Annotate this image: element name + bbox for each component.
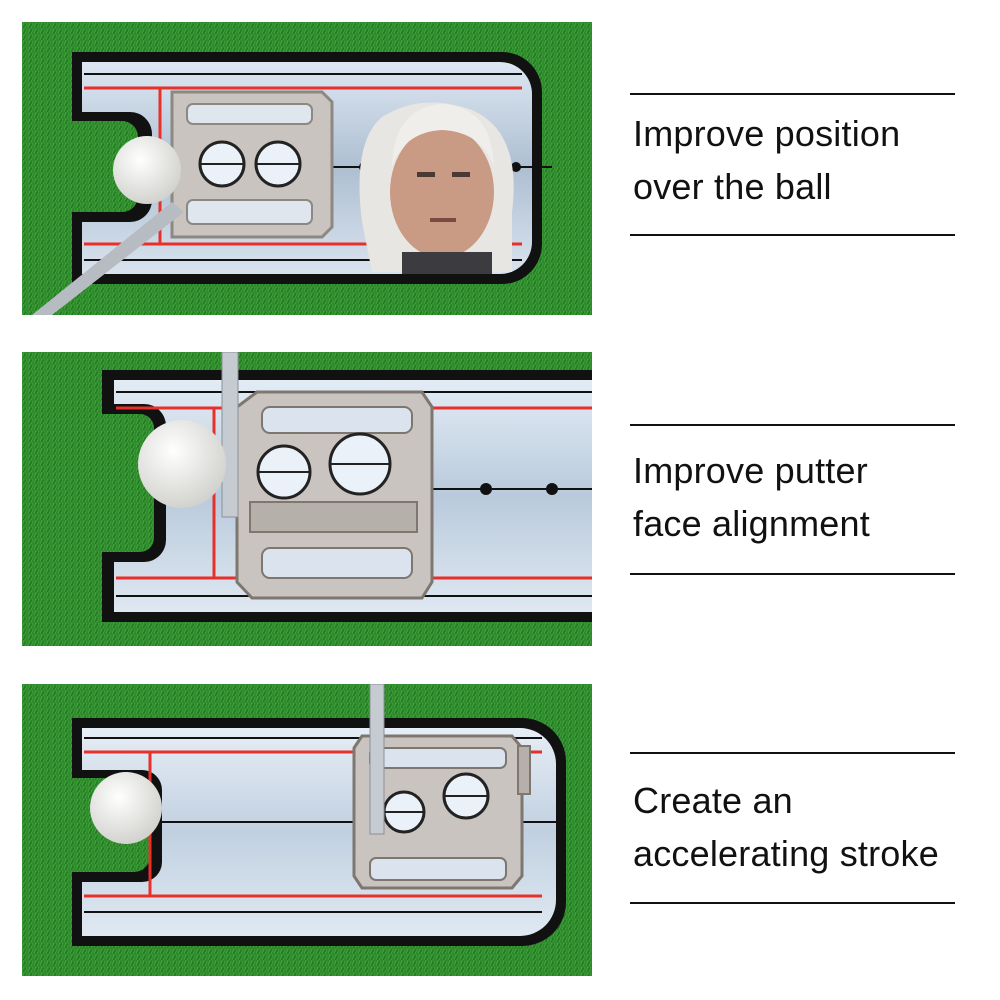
golf-ball bbox=[138, 420, 226, 508]
feature-line-2: over the ball bbox=[633, 166, 832, 207]
alignment-dot bbox=[511, 162, 521, 172]
feature-text: Improve position over the ball bbox=[633, 107, 973, 213]
feature-line-1: Improve position bbox=[633, 113, 901, 154]
putter-shaft bbox=[221, 352, 239, 518]
divider-bottom bbox=[630, 573, 955, 575]
divider-top bbox=[630, 752, 955, 754]
photo-position-over-ball bbox=[22, 22, 592, 315]
face-reflection bbox=[359, 102, 514, 274]
putter-head bbox=[235, 390, 434, 600]
divider-top bbox=[630, 424, 955, 426]
golf-ball bbox=[113, 136, 181, 204]
putter-shaft bbox=[32, 202, 184, 315]
putting-mirror-photo-putter-closeup bbox=[22, 352, 592, 646]
feature-line-2: face alignment bbox=[633, 503, 870, 544]
feature-text: Create an accelerating stroke bbox=[633, 774, 973, 880]
putter-head bbox=[170, 90, 334, 239]
alignment-dot bbox=[480, 483, 492, 495]
divider-bottom bbox=[630, 234, 955, 236]
feature-text: Improve putter face alignment bbox=[633, 444, 973, 550]
putting-mirror-photo-face-reflection bbox=[22, 22, 592, 315]
divider-bottom bbox=[630, 902, 955, 904]
photo-accelerating-stroke bbox=[22, 684, 592, 976]
feature-line-2: accelerating stroke bbox=[633, 833, 939, 874]
golf-ball bbox=[90, 772, 162, 844]
divider-top bbox=[630, 93, 955, 95]
feature-line-1: Improve putter bbox=[633, 450, 868, 491]
putting-mirror-photo-stroke bbox=[22, 684, 592, 976]
putter-head bbox=[352, 734, 531, 890]
photo-putter-face-alignment bbox=[22, 352, 592, 646]
alignment-dot bbox=[546, 483, 558, 495]
feature-line-1: Create an bbox=[633, 780, 793, 821]
putter-shaft bbox=[369, 684, 385, 835]
